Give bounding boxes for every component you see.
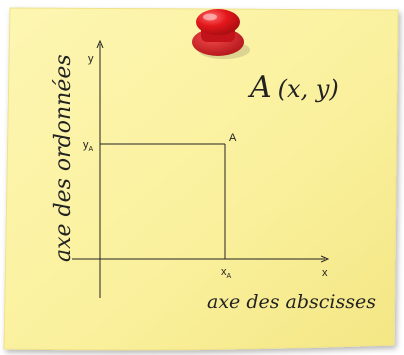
sticky-note-paper — [3, 7, 399, 351]
coordinate-title: A(x, y) — [247, 70, 339, 105]
ya-label: yA — [83, 139, 94, 153]
point-a-label: A — [229, 132, 237, 144]
push-pin-icon — [192, 9, 250, 59]
y-axis-caption: axe des ordonnées — [51, 54, 76, 262]
xa-label: xA — [221, 266, 232, 280]
y-axis-label: y — [88, 53, 94, 65]
x-axis-caption: axe des abscisses — [207, 291, 376, 313]
x-axis-label: x — [322, 267, 328, 279]
